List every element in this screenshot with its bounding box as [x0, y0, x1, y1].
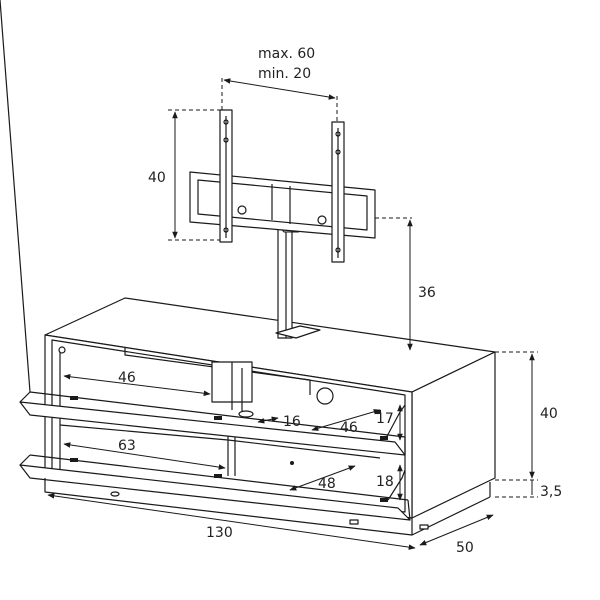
dimension-lines	[47, 78, 538, 550]
clearance-label: 36	[418, 285, 436, 301]
upper-width-label: 46	[118, 370, 136, 386]
mount-spacing-min-label: min. 20	[258, 66, 311, 82]
cabinet-width-label: 130	[206, 525, 233, 541]
divider-label: 16	[283, 414, 301, 430]
cabinet-depth-label: 50	[456, 540, 474, 556]
feet-height-label: 3,5	[540, 484, 562, 500]
mount-height-label: 40	[148, 170, 166, 186]
lower-height-label: 18	[376, 474, 394, 490]
tv-bracket	[189, 109, 376, 263]
lower-width-label: 63	[118, 438, 136, 454]
cabinet	[0, 0, 496, 536]
upper-height-label: 17	[376, 411, 394, 427]
tv-column	[275, 224, 321, 339]
center-divider	[211, 361, 334, 476]
upper-inner-width-label: 46	[340, 420, 358, 436]
cabinet-height-label: 40	[540, 406, 558, 422]
lower-inner-width-label: 48	[318, 476, 336, 492]
mount-spacing-max-label: max. 60	[258, 46, 315, 62]
